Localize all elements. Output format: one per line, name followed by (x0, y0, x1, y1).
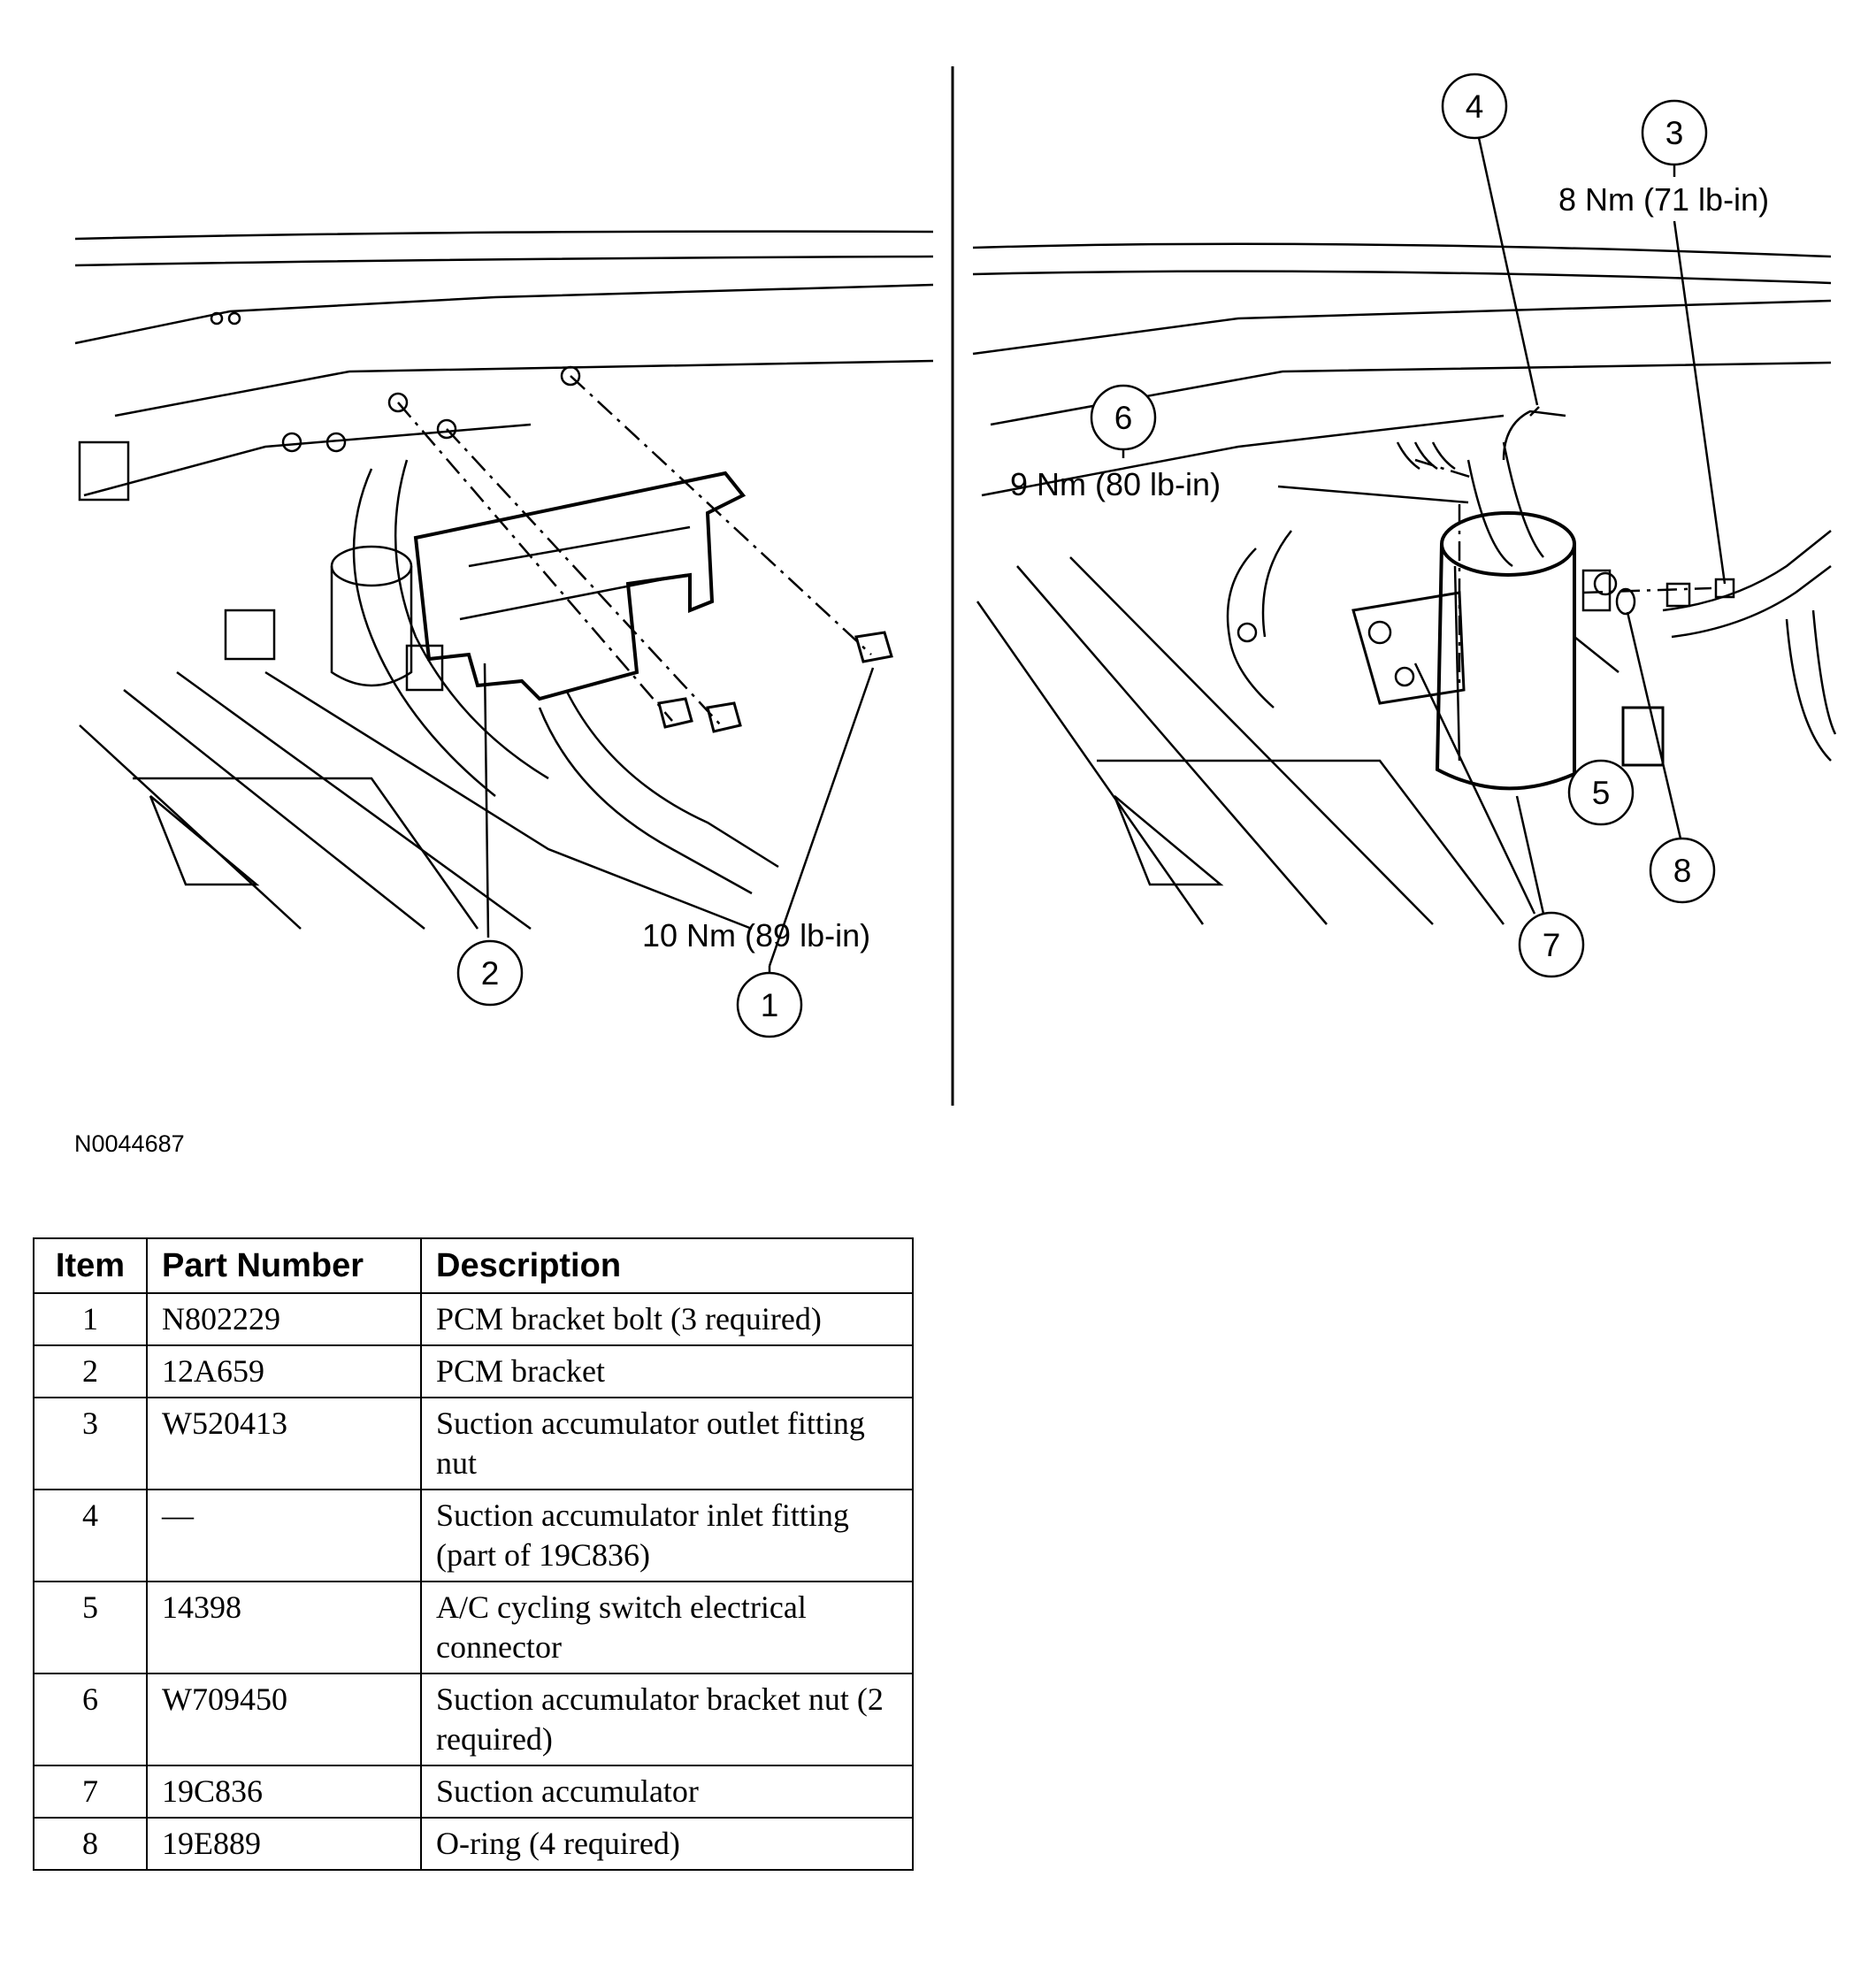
table-row: 6 W709450 Suction accumulator bracket nu… (33, 1673, 914, 1766)
parts-table-header-row: Item Part Number Description (33, 1237, 914, 1294)
callout-6-leader (1277, 485, 1469, 504)
cell-item: 1 (33, 1292, 148, 1346)
cell-part-number: 14398 (146, 1581, 422, 1674)
callout-4-leader (1477, 137, 1539, 406)
cell-item: 7 (33, 1765, 148, 1819)
callout-5-number: 5 (1592, 775, 1611, 811)
callout-6-torque: 9 Nm (80 lb-in) (1010, 466, 1221, 502)
cell-part-number: 19E889 (146, 1817, 422, 1871)
callout-8-leader (1626, 611, 1682, 839)
figure-id: N0044687 (74, 1130, 185, 1157)
cell-description: PCM bracket (420, 1344, 914, 1398)
table-row: 5 14398 A/C cycling switch electrical co… (33, 1581, 914, 1674)
cell-description: Suction accumulator inlet fitting (part … (420, 1489, 914, 1582)
cell-description: Suction accumulator outlet fitting nut (420, 1397, 914, 1490)
callout-3-number: 3 (1665, 115, 1684, 151)
callout-3-torque: 8 Nm (71 lb-in) (1558, 181, 1769, 218)
right-panel-drawing (972, 242, 1837, 925)
cell-item: 4 (33, 1489, 148, 1582)
table-row: 1 N802229 PCM bracket bolt (3 required) (33, 1292, 914, 1346)
callout-4-circle (1441, 73, 1508, 140)
cell-item: 6 (33, 1673, 148, 1766)
cell-item: 5 (33, 1581, 148, 1674)
callout-4-number: 4 (1466, 88, 1484, 125)
cell-part-number: W709450 (146, 1673, 422, 1766)
table-row: 4 — Suction accumulator inlet fitting (p… (33, 1489, 914, 1582)
header-description: Description (420, 1237, 914, 1294)
callout-5-circle (1567, 759, 1635, 826)
header-part-number: Part Number (146, 1237, 422, 1294)
cell-description: PCM bracket bolt (3 required) (420, 1292, 914, 1346)
cell-part-number: N802229 (146, 1292, 422, 1346)
callout-3-leader (1673, 220, 1727, 585)
callout-1-circle (736, 971, 803, 1038)
cell-description: O-ring (4 required) (420, 1817, 914, 1871)
cell-description: Suction accumulator (420, 1765, 914, 1819)
cell-item: 3 (33, 1397, 148, 1490)
callout-8-number: 8 (1673, 853, 1692, 889)
callout-1-number: 1 (761, 987, 779, 1023)
callout-7-leader-a (1413, 662, 1536, 915)
parts-table: Item Part Number Description 1 N802229 P… (33, 1237, 914, 1871)
cell-part-number: W520413 (146, 1397, 422, 1490)
service-illustration: 2 10 Nm (89 lb-in) 1 (74, 66, 1837, 1106)
header-item: Item (33, 1237, 148, 1294)
table-row: 3 W520413 Suction accumulator outlet fit… (33, 1397, 914, 1490)
table-row: 2 12A659 PCM bracket (33, 1344, 914, 1398)
callout-6-number: 6 (1114, 400, 1133, 436)
cell-description: A/C cycling switch electrical connector (420, 1581, 914, 1674)
table-row: 7 19C836 Suction accumulator (33, 1765, 914, 1819)
cell-part-number: 19C836 (146, 1765, 422, 1819)
left-panel-drawing (74, 230, 934, 931)
callout-7-number: 7 (1543, 927, 1561, 963)
callout-2-circle (456, 939, 524, 1007)
callout-1-torque: 10 Nm (89 lb-in) (642, 917, 870, 954)
callout-7-circle (1518, 911, 1585, 978)
cell-item: 8 (33, 1817, 148, 1871)
callout-2-number: 2 (481, 955, 500, 992)
table-row: 8 19E889 O-ring (4 required) (33, 1817, 914, 1871)
cell-part-number: — (146, 1489, 422, 1582)
cell-part-number: 12A659 (146, 1344, 422, 1398)
callout-8-circle (1649, 837, 1716, 904)
callout-1-leader (768, 667, 875, 967)
callout-2-leader (483, 662, 490, 938)
cell-item: 2 (33, 1344, 148, 1398)
cell-description: Suction accumulator bracket nut (2 requi… (420, 1673, 914, 1766)
callout-7-leader-b (1515, 795, 1545, 915)
